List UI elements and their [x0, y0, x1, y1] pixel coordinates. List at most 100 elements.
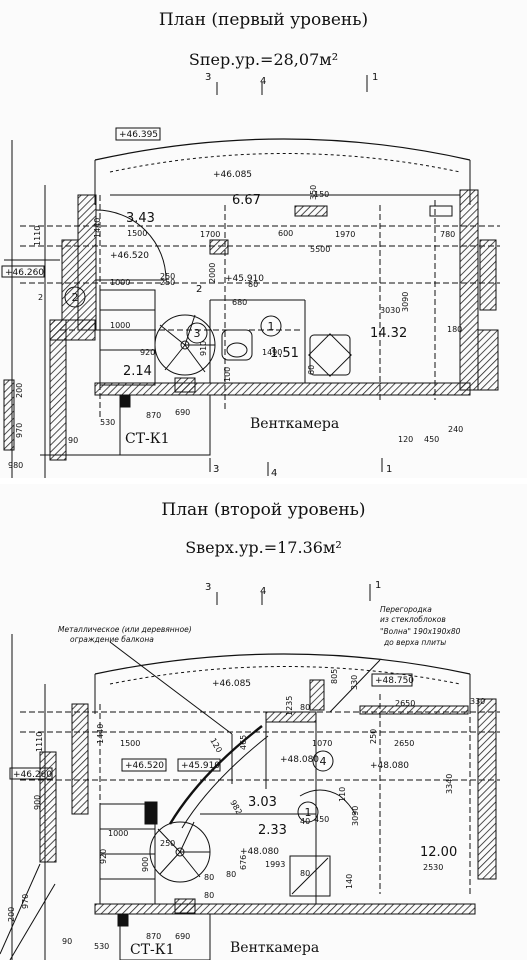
sheet-divider [0, 478, 527, 484]
dims-label: 2530 [423, 863, 443, 872]
elevation-tag: +45.910 [181, 761, 220, 771]
plan-title-level-2: План (второй уровень) [161, 500, 366, 520]
dims-label: 80 [248, 280, 258, 289]
dims-label: 1000 [110, 321, 130, 330]
elevation-tag: +46.260 [5, 268, 44, 278]
balcony-note: ограждение балкона [70, 635, 154, 644]
room-area: 1.51 [270, 346, 299, 361]
dims-label: 2000 [208, 263, 217, 283]
partition-note: из стеклоблоков [380, 615, 446, 624]
dims-label: 920 [140, 348, 155, 357]
circled-marker: 2 [72, 291, 79, 304]
elevation-tag: +46.085 [212, 679, 251, 689]
section-marks-label: 4 [260, 76, 266, 87]
dims-label: 1440 [93, 218, 102, 238]
dims-label: 920 [99, 849, 108, 864]
dims-label: 2650 [394, 739, 414, 748]
room-area: 6.67 [232, 193, 261, 208]
balcony-note: Металлическое (или деревянное) [58, 625, 192, 634]
dims-label: 970 [21, 894, 30, 909]
elevation-tag: +48.750 [375, 676, 414, 686]
dims-label: 1000 [110, 278, 130, 287]
dims-label: 1000 [108, 829, 128, 838]
labels-label: 2 [196, 284, 202, 295]
dims-label: 90 [68, 436, 78, 445]
dims-label: 240 [448, 425, 463, 434]
dims-label: 530 [100, 418, 115, 427]
dims-label: 1070 [312, 739, 332, 748]
dims-label: 690 [175, 408, 190, 417]
circled-marker: 3 [194, 327, 201, 340]
room-area: 3.43 [126, 211, 155, 226]
elevation-tag: +48.080 [370, 761, 409, 771]
dims-label: 140 [345, 874, 354, 889]
dims-label: 120 [208, 737, 223, 755]
elevation-tag: +46.520 [110, 251, 149, 261]
circled-marker: 1 [268, 320, 275, 333]
stair-label: СТ-К1 [125, 431, 170, 447]
dims-label: 1500 [120, 739, 140, 748]
dims-label: 690 [175, 932, 190, 941]
dims-label: 2650 [395, 699, 415, 708]
vent-chamber-label: Венткамера [250, 416, 339, 432]
circled-marker: 1 [305, 806, 312, 819]
dims-label: 60 [307, 365, 316, 375]
dims-label: 180 [447, 325, 462, 334]
dims-label: 870 [146, 411, 161, 420]
dims-label: 110 [338, 787, 347, 802]
dims-label: 1490 [262, 348, 282, 357]
dims-label: 330 [470, 697, 485, 706]
dims-label: 530 [94, 942, 109, 951]
dims-label: 80 [204, 873, 214, 882]
section-marks-label: 3 [205, 582, 211, 593]
dims-label: 2 [38, 293, 43, 302]
area-level-1: Sпер.ур.=28,07м² [188, 50, 339, 69]
plan-level-2: План (второй уровень) Sверх.ур.=17.36м² [0, 484, 527, 960]
dims-label: 350 [309, 185, 318, 200]
room-area: 3.03 [248, 795, 277, 810]
dims-label: 1440 [96, 724, 105, 744]
dims-label: 980 [8, 461, 23, 470]
elevation-tag: +46.260 [13, 770, 52, 780]
room-area: 2.14 [123, 364, 152, 379]
dims-label: 3030 [380, 306, 400, 315]
section-marks-label: 1 [375, 580, 381, 591]
vent-chamber-label: Венткамера [230, 940, 319, 956]
elevation-tag: +48.080 [240, 847, 279, 857]
arc-roof [94, 138, 471, 161]
section-marks-label: 1 [372, 72, 378, 83]
dims-label: 870 [146, 932, 161, 941]
dims-label: 200 [7, 907, 16, 922]
dims-label: 3090 [351, 806, 360, 826]
dims-label: 250 [160, 272, 175, 281]
room-area: 2.33 [258, 823, 287, 838]
dims-label: 900 [33, 795, 42, 810]
dims-label: 1235 [285, 696, 294, 716]
area-level-2: Sверх.ур.=17.36м² [185, 538, 342, 557]
bottom-marks-label: 4 [271, 468, 277, 478]
dims-label: 80 [204, 891, 214, 900]
dims-label: 3340 [445, 774, 454, 794]
dims-label: 120 [398, 435, 413, 444]
dims-label: 3090 [401, 292, 410, 312]
dims-label: 1110 [35, 732, 44, 752]
dims-label: 150 [314, 190, 329, 199]
dims-label: 250 [160, 278, 175, 287]
dims-label: 970 [15, 423, 24, 438]
dims-label: 250 [369, 729, 378, 744]
floor-plan-drawing-1: +46.395 +46.085 +46.520 +46.260 +45.910 … [1, 72, 500, 478]
dims-label: 680 [232, 298, 247, 307]
stair-label: СТ-К1 [130, 942, 175, 958]
plan-title-level-1: План (первый уровень) [158, 10, 369, 30]
plan-level-1: План (первый уровень) Sпер.ур.=28,07м² [0, 0, 527, 478]
partition-note: до верха плиты [383, 638, 446, 647]
bottom-marks-label: 3 [213, 464, 219, 475]
dims-label: 900 [141, 857, 150, 872]
section-marks-label: 4 [260, 586, 266, 597]
dims-label: 80 [226, 870, 236, 879]
bottom-marks-label: 1 [386, 464, 392, 475]
section-marks-label: 3 [205, 72, 211, 83]
dims-label: 200 [15, 383, 24, 398]
dims-label: 780 [440, 230, 455, 239]
elevation-tag: +48.080 [280, 755, 319, 765]
